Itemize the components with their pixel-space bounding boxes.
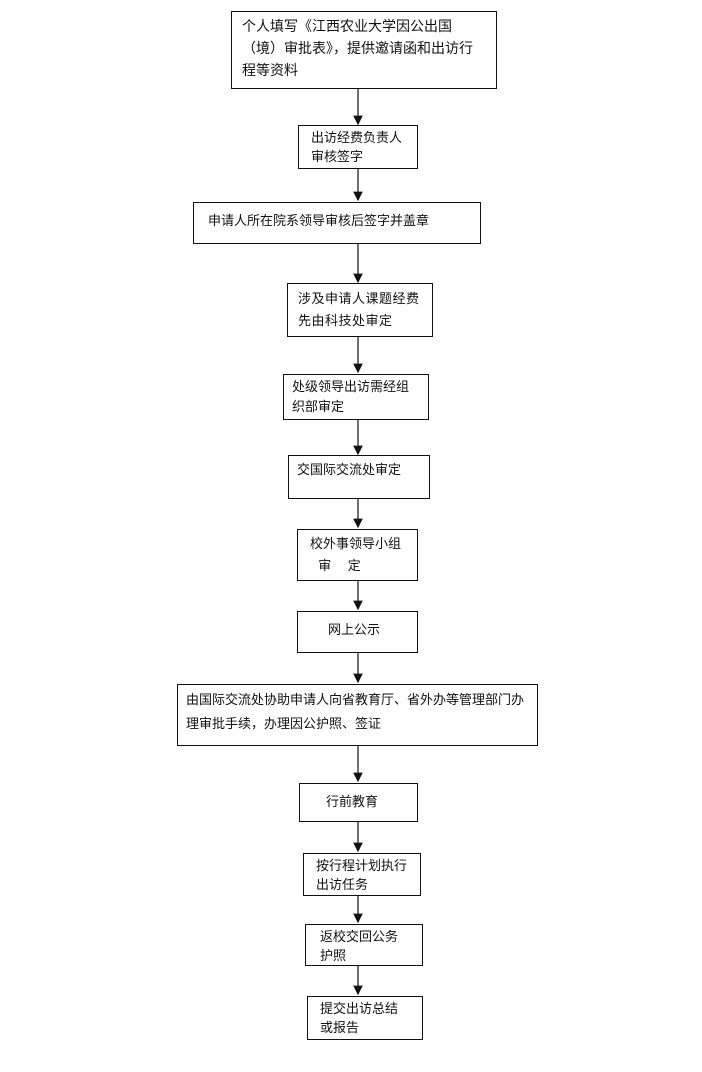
step-6-box: 交国际交流处审定 <box>288 455 430 499</box>
step-3-box: 申请人所在院系领导审核后签字并盖章 <box>193 202 481 244</box>
step-7-box: 校外事领导小组 审 定 <box>297 529 418 581</box>
step-1-box: 个人填写《江西农业大学因公出国（境）审批表》，提供邀请函和出访行程等资料 <box>231 11 497 89</box>
step-4-box: 涉及申请人课题经费先由科技处审定 <box>287 283 433 337</box>
step-8-box: 网上公示 <box>297 611 418 653</box>
step-9-box: 由国际交流处协助申请人向省教育厅、省外办等管理部门办理审批手续，办理因公护照、签… <box>177 684 538 746</box>
step-11-box: 按行程计划执行出访任务 <box>303 853 421 896</box>
step-10-box: 行前教育 <box>299 783 418 822</box>
step-5-box: 处级领导出访需经组织部审定 <box>283 374 429 420</box>
step-13-box: 提交出访总结或报告 <box>307 996 423 1040</box>
step-12-box: 返校交回公务护照 <box>305 924 423 966</box>
step-2-box: 出访经费负责人审核签字 <box>298 125 418 169</box>
